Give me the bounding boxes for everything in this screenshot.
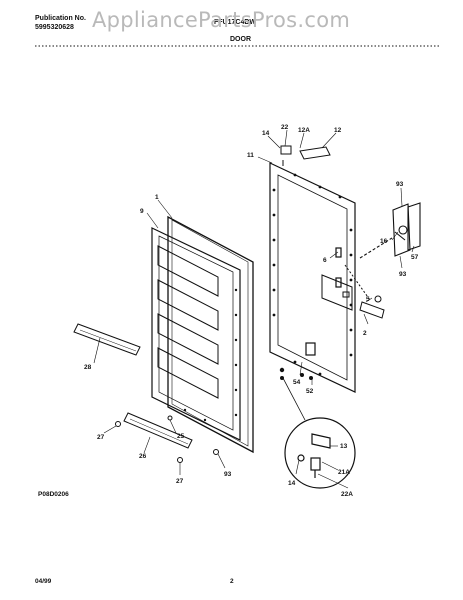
- callout-14-detail: 14: [288, 480, 296, 487]
- callout-93-top: 93: [396, 181, 404, 188]
- callout-11: 11: [247, 152, 254, 159]
- callout-6: 6: [323, 257, 327, 264]
- publication-label: Publication No.: [35, 15, 86, 22]
- callout-13: 13: [340, 443, 348, 450]
- callout-27-bottom: 27: [176, 478, 184, 485]
- callout-25: 25: [177, 433, 185, 440]
- outer-door: [167, 215, 254, 454]
- callout-16: 16: [380, 238, 388, 245]
- watermark: AppliancePartsPros.com: [92, 8, 351, 32]
- model-number: FFU17C4DW: [214, 19, 257, 26]
- callout-28: 28: [84, 364, 92, 371]
- callout-22: 22: [281, 124, 289, 131]
- door-gasket: [151, 227, 241, 441]
- callout-26: 26: [139, 453, 147, 460]
- callout-1: 1: [155, 194, 159, 201]
- callout-9: 9: [140, 208, 144, 215]
- callout-57: 57: [411, 254, 419, 261]
- section-title: DOOR: [230, 36, 251, 43]
- callout-27-left: 27: [97, 434, 105, 441]
- hinge-assembly: [359, 202, 421, 259]
- leader-lines: [93, 129, 415, 489]
- callout-12: 12: [334, 127, 342, 134]
- top-clip-parts: [280, 145, 331, 166]
- page-number: 2: [230, 578, 234, 585]
- callout-14-top: 14: [262, 130, 270, 137]
- publication-number: 5995320628: [35, 24, 74, 31]
- callout-93-right: 93: [399, 271, 407, 278]
- callout-54: 54: [293, 379, 301, 386]
- detail-magnifier: [282, 377, 356, 489]
- footer-date: 04/99: [35, 578, 52, 585]
- callout-5: 5: [366, 296, 370, 303]
- diagram-code: P08D0206: [38, 491, 69, 498]
- callout-12a: 12A: [298, 127, 310, 134]
- callout-2: 2: [363, 330, 367, 337]
- callout-22a: 22A: [341, 491, 353, 498]
- door-shelves: [157, 245, 219, 399]
- callout-52: 52: [306, 388, 314, 395]
- callout-93-bottom: 93: [224, 471, 232, 478]
- shelf-rails: [73, 323, 193, 449]
- handle-lock-parts: [321, 264, 385, 319]
- callout-21a: 21A: [338, 469, 350, 476]
- door-liner-frame: [269, 162, 356, 393]
